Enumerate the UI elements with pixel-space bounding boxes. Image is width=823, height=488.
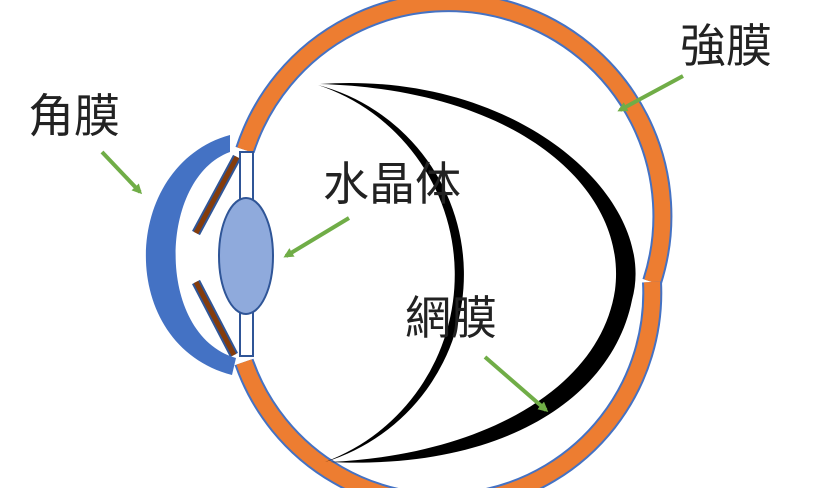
- label-lens: 水晶体: [323, 157, 461, 211]
- sclera-upper-arc-fill: [237, 0, 671, 285]
- sclera-lower-arc-fill: [236, 281, 661, 488]
- ciliary-lower: [239, 311, 254, 357]
- sclera: [234, 0, 673, 488]
- arrow-cornea: [100, 150, 143, 195]
- iris-lower-fill: [193, 280, 237, 357]
- arrow-lens: [283, 216, 351, 258]
- arrow-sclera: [617, 74, 684, 112]
- arrow-retina: [483, 355, 549, 412]
- retina-crescent: [320, 82, 636, 463]
- label-cornea: 角膜: [28, 89, 120, 143]
- retina: [318, 85, 464, 462]
- lens: [218, 197, 274, 315]
- label-retina: 網膜: [405, 291, 497, 345]
- cornea: [145, 135, 236, 375]
- label-sclera: 強膜: [680, 19, 772, 73]
- ciliary-upper: [239, 151, 254, 201]
- iris-upper-fill: [193, 155, 240, 235]
